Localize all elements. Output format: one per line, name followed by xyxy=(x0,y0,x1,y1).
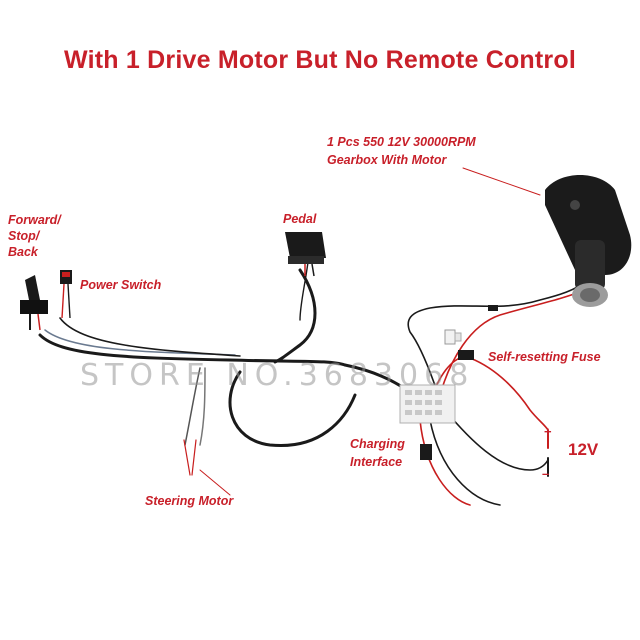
plus-sign: + xyxy=(544,424,552,439)
power-switch-icon xyxy=(60,270,72,319)
motor-label-line1: 1 Pcs 550 12V 30000RPM xyxy=(327,135,476,149)
pedal-icon xyxy=(285,232,326,277)
charging-label-line2: Interface xyxy=(350,455,403,469)
motor-label-line2: Gearbox With Motor xyxy=(327,153,447,167)
forward-label-line2: Stop/ xyxy=(8,229,40,243)
steering-motor-label: Steering Motor xyxy=(145,494,234,508)
power-switch-label: Power Switch xyxy=(80,278,162,292)
pedal-label: Pedal xyxy=(283,212,317,226)
connectors xyxy=(444,305,498,345)
forward-label-line3: Back xyxy=(8,245,38,259)
control-box-icon xyxy=(399,384,456,424)
gearbox-motor-icon xyxy=(545,175,632,307)
charging-connector-icon xyxy=(420,444,432,460)
store-watermark: STORE NO.3683068 xyxy=(80,358,475,393)
fuse-label: Self-resetting Fuse xyxy=(488,350,601,364)
fuse-icon xyxy=(458,350,474,360)
forward-label-line1: Forward/ xyxy=(8,213,61,227)
shifter-icon xyxy=(20,275,48,331)
charging-label-line1: Charging xyxy=(350,437,405,451)
minus-sign: – xyxy=(542,466,550,481)
page-title: With 1 Drive Motor But No Remote Control xyxy=(64,46,576,74)
voltage-label: 12V xyxy=(568,440,599,459)
